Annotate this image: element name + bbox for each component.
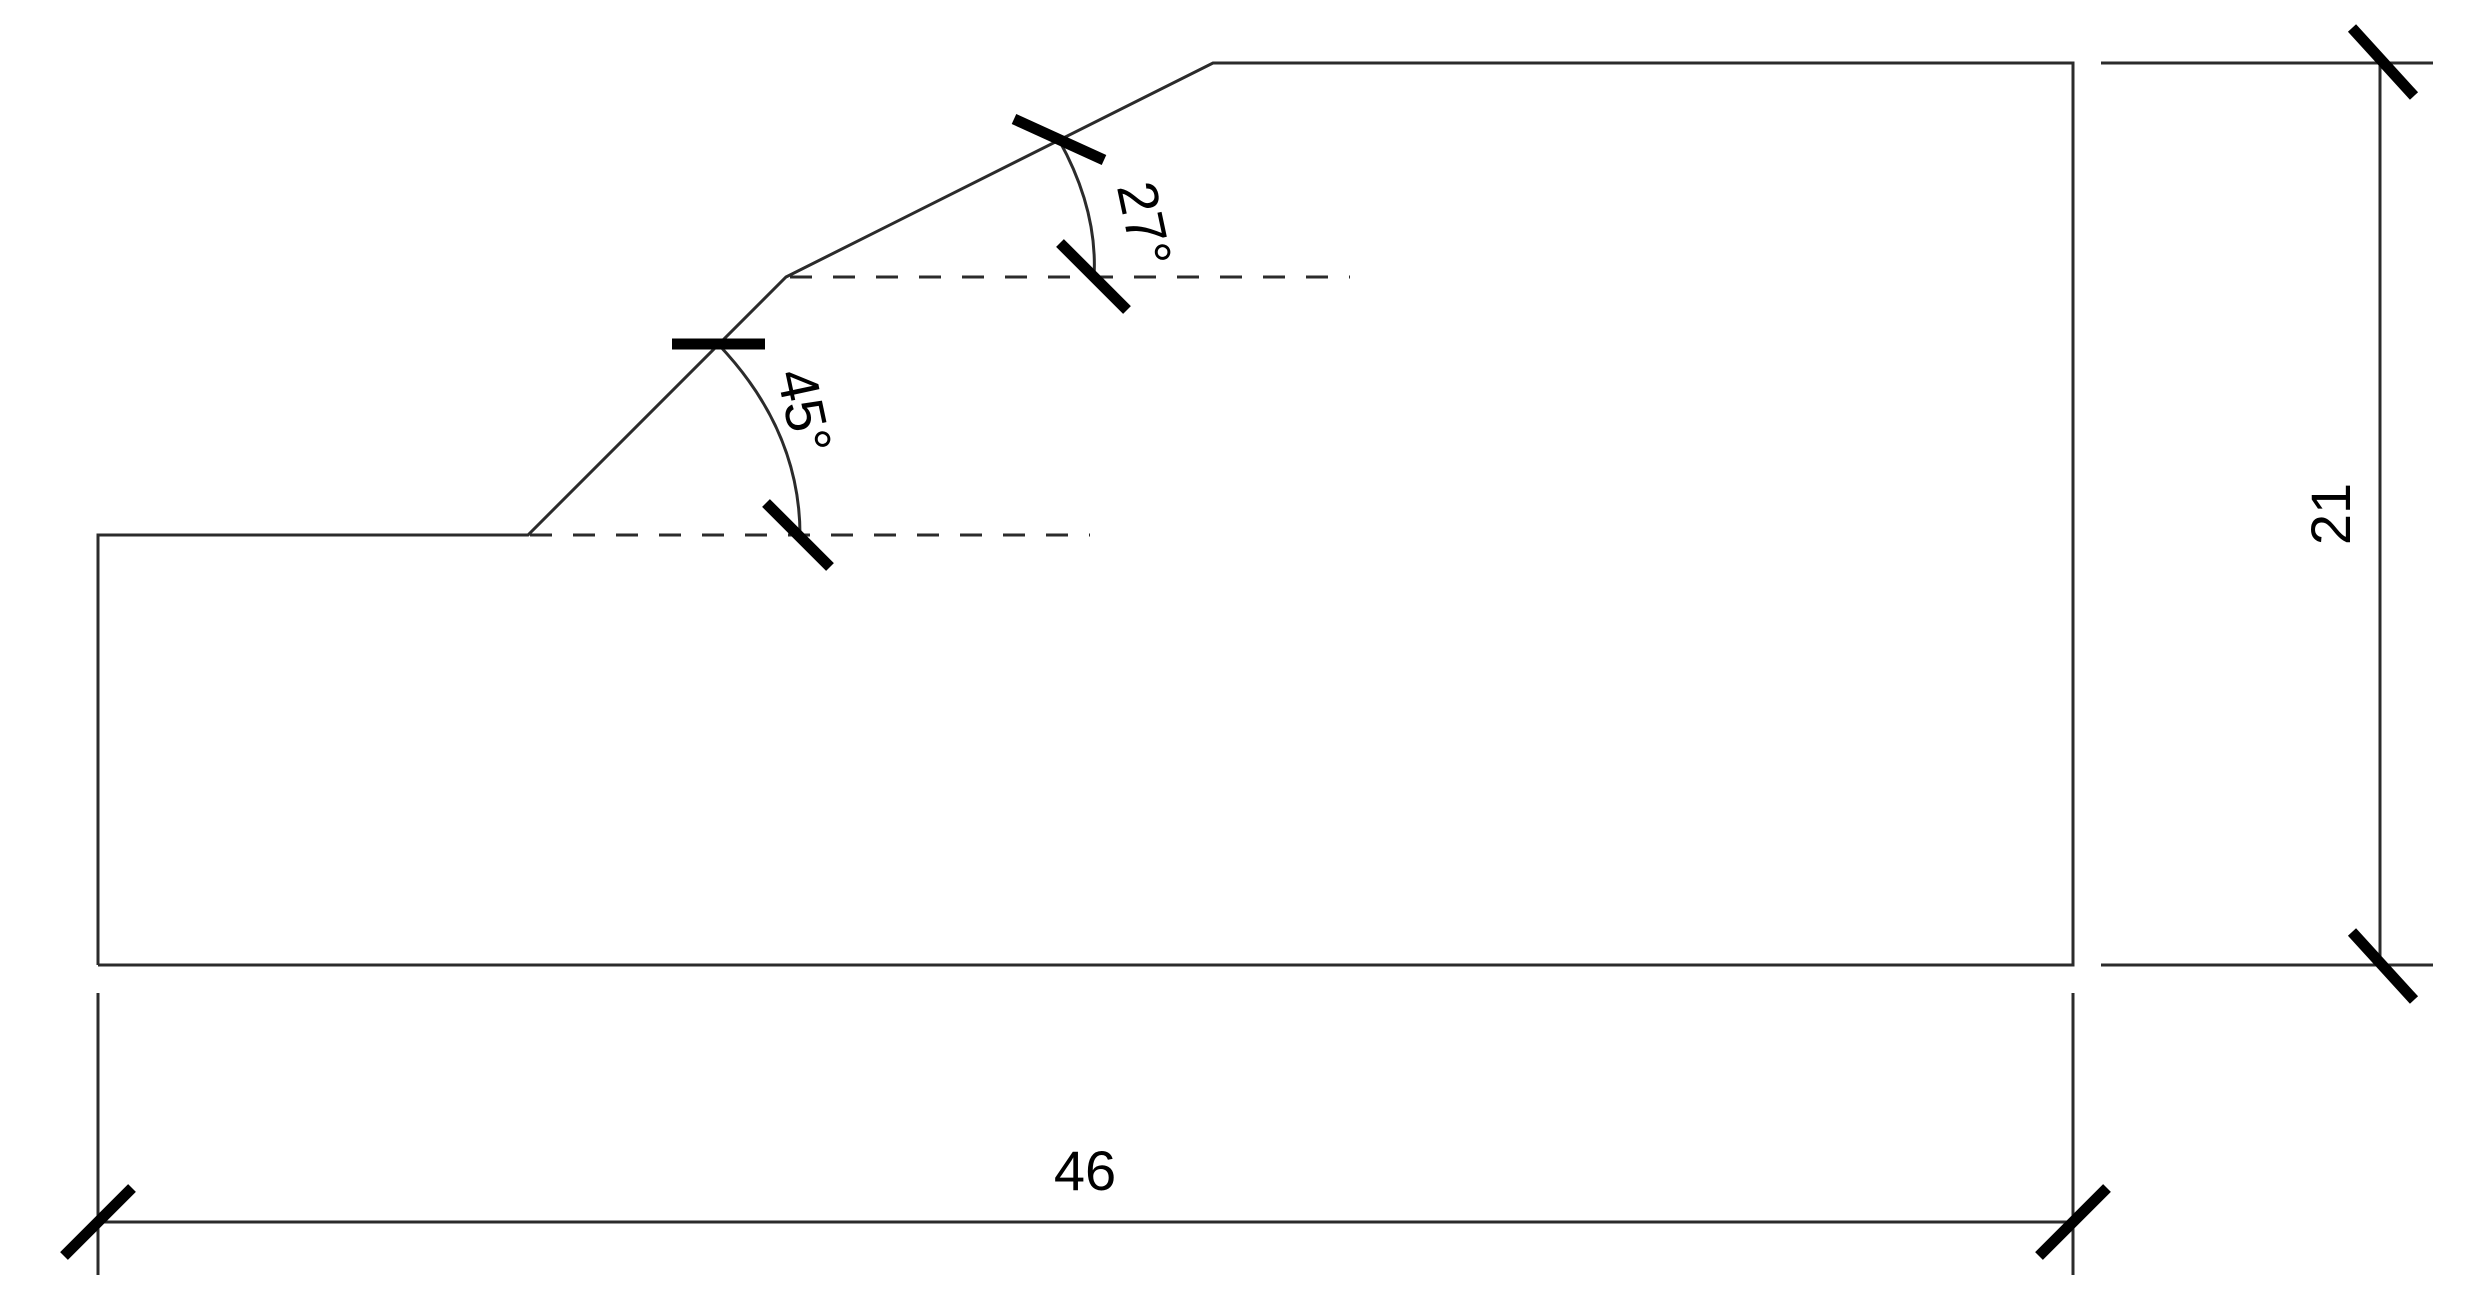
width-dimension-tick-right [2035,1184,2111,1260]
upper-slope-angle-arc [1057,139,1096,278]
upper-slope-arc-end-tick [1056,239,1131,314]
height-dimension-tick-top [2347,24,2419,100]
upper-slope-angle-label: 27° [1105,176,1184,272]
width-dimension-tick-left [60,1184,136,1260]
width-dimension-label: 46 [1054,1139,1116,1202]
upper-slope-arc-start-tick [1011,113,1107,166]
height-dimension-label: 21 [2299,483,2362,545]
lower-slope-angle-arc [716,342,802,536]
lower-slope-arc-end-tick [762,499,834,571]
cross-section-outline [96,61,2075,967]
lower-slope-angle-label: 45° [765,363,844,459]
height-dimension-tick-bottom [2347,928,2419,1004]
